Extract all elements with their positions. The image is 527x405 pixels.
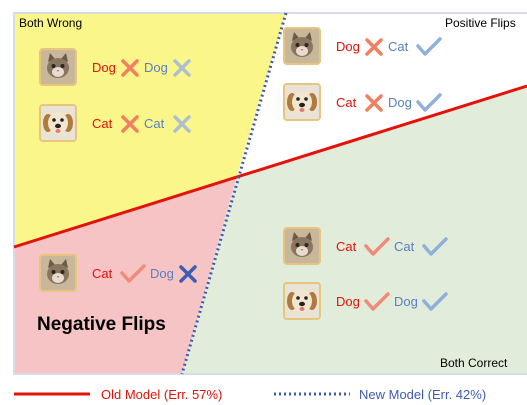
cross-icon	[172, 114, 192, 139]
cat-photo-icon	[39, 254, 77, 292]
cross-icon	[364, 37, 384, 62]
cross-icon	[120, 114, 140, 139]
old-model-prediction: Cat	[92, 266, 113, 281]
new-model-prediction: Dog	[394, 294, 418, 309]
new-model-prediction: Dog	[150, 266, 174, 281]
new-model-prediction: Dog	[144, 60, 168, 75]
example-row: Dog Dog	[39, 48, 219, 90]
cross-icon	[178, 264, 198, 289]
region-label-both-correct: Both Correct	[440, 356, 508, 370]
dog-photo-icon	[39, 104, 77, 142]
plot-frame	[13, 12, 527, 375]
old-model-boundary	[13, 84, 527, 249]
check-icon	[422, 292, 448, 317]
example-row: Dog Cat	[283, 27, 463, 69]
check-icon	[416, 93, 442, 118]
cat-photo-icon	[283, 227, 321, 265]
legend-new-label: New Model (Err. 42%)	[359, 387, 487, 402]
new-model-prediction: Dog	[388, 95, 412, 110]
old-model-prediction: Dog	[336, 39, 360, 54]
cat-photo-icon	[283, 27, 321, 65]
cross-icon	[120, 58, 140, 83]
region-label-negative-flips: Negative Flips	[37, 314, 166, 335]
dog-photo-icon	[283, 83, 321, 121]
cat-photo-icon	[39, 48, 77, 86]
new-model-prediction: Cat	[388, 39, 409, 54]
old-model-prediction: Cat	[92, 116, 113, 131]
region-both-correct	[182, 87, 527, 374]
new-model-prediction: Cat	[144, 116, 165, 131]
example-row: Cat Cat	[39, 104, 219, 146]
check-icon	[416, 37, 442, 62]
example-row: Cat Cat	[283, 227, 463, 269]
region-label-positive-flips: Positive Flips	[445, 16, 516, 30]
check-icon	[120, 264, 146, 289]
legend-old-label: Old Model (Err. 57%)	[101, 387, 223, 402]
old-model-prediction: Dog	[92, 60, 116, 75]
region-both-wrong	[14, 13, 286, 247]
check-icon	[422, 237, 448, 262]
old-model-prediction: Dog	[336, 294, 360, 309]
example-row: Dog Dog	[283, 282, 463, 324]
old-model-prediction: Cat	[336, 95, 357, 110]
cross-icon	[364, 93, 384, 118]
new-model-prediction: Cat	[394, 239, 415, 254]
example-row: Cat Dog	[39, 254, 219, 296]
cross-icon	[172, 58, 192, 83]
check-icon	[364, 292, 390, 317]
check-icon	[364, 237, 390, 262]
old-model-prediction: Cat	[336, 239, 357, 254]
region-label-both-wrong: Both Wrong	[19, 16, 83, 30]
example-row: Cat Dog	[283, 83, 463, 125]
dog-photo-icon	[283, 282, 321, 320]
